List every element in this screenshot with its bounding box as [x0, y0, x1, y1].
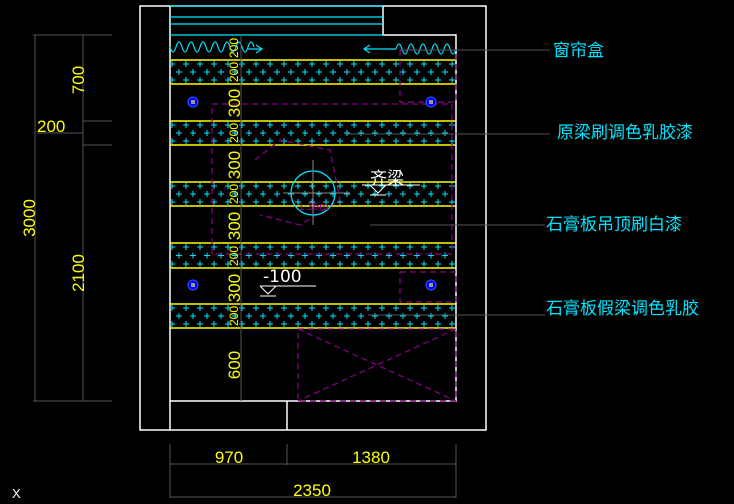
dim-left-top: 700 [69, 66, 88, 94]
dim-left-mid: 200 [37, 117, 65, 136]
downlight-icon [425, 279, 437, 291]
label-beam-paint: 原梁刷调色乳胶漆 [557, 123, 693, 143]
inner-dimension-label: 200 [227, 62, 241, 82]
ucs-axis-label: X [12, 486, 21, 501]
level-symbol-1 [362, 184, 420, 196]
downlight-icon [187, 279, 199, 291]
downlight-icon [187, 96, 199, 108]
inner-dimension-label: 300 [225, 89, 244, 117]
level-symbol-2 [259, 285, 316, 297]
dim-bottom-left: 970 [215, 448, 243, 467]
dimension-lines [33, 34, 457, 498]
inner-dimension-label: 200 [227, 306, 241, 326]
inner-dimension-label: 200 [227, 123, 241, 143]
beam-band [169, 303, 456, 329]
label-curtain-box: 窗帘盒 [553, 41, 604, 61]
dim-bottom-right: 1380 [352, 448, 390, 467]
inner-dimension-label: 600 [225, 351, 244, 379]
fan-label: 1.35m [298, 201, 329, 213]
beam-band [169, 242, 456, 269]
leaders [347, 49, 550, 316]
label-gypsum-ceiling: 石膏板吊顶刷白漆 [546, 214, 682, 235]
inner-dimension-label: 200 [227, 246, 241, 266]
downlight-icon [425, 96, 437, 108]
inner-dimension-label: 300 [225, 151, 244, 179]
dim-left-bottom: 2100 [69, 254, 88, 292]
ceiling-fan: 1.35m [283, 160, 350, 225]
dim-bottom-total: 2350 [293, 481, 331, 500]
curtain-box [169, 41, 457, 55]
inner-dimensions: 200 200 300 200 300 200 300 200 300 200 600 [225, 38, 244, 380]
beam-level-text: 齐梁 [370, 169, 404, 189]
inner-dimension-label: 200 [227, 184, 241, 204]
inner-dimension-label: 300 [225, 274, 244, 302]
inner-dimension-label: 200 [227, 38, 241, 58]
label-gypsum-fake-beam: 石膏板假梁调色乳胶 [546, 298, 699, 319]
beam-band [169, 59, 456, 85]
level-text: -100 [263, 267, 302, 287]
dim-left-total: 3000 [20, 199, 39, 237]
inner-dimension-label: 300 [225, 212, 244, 240]
window [170, 5, 383, 36]
downlights [187, 96, 437, 291]
